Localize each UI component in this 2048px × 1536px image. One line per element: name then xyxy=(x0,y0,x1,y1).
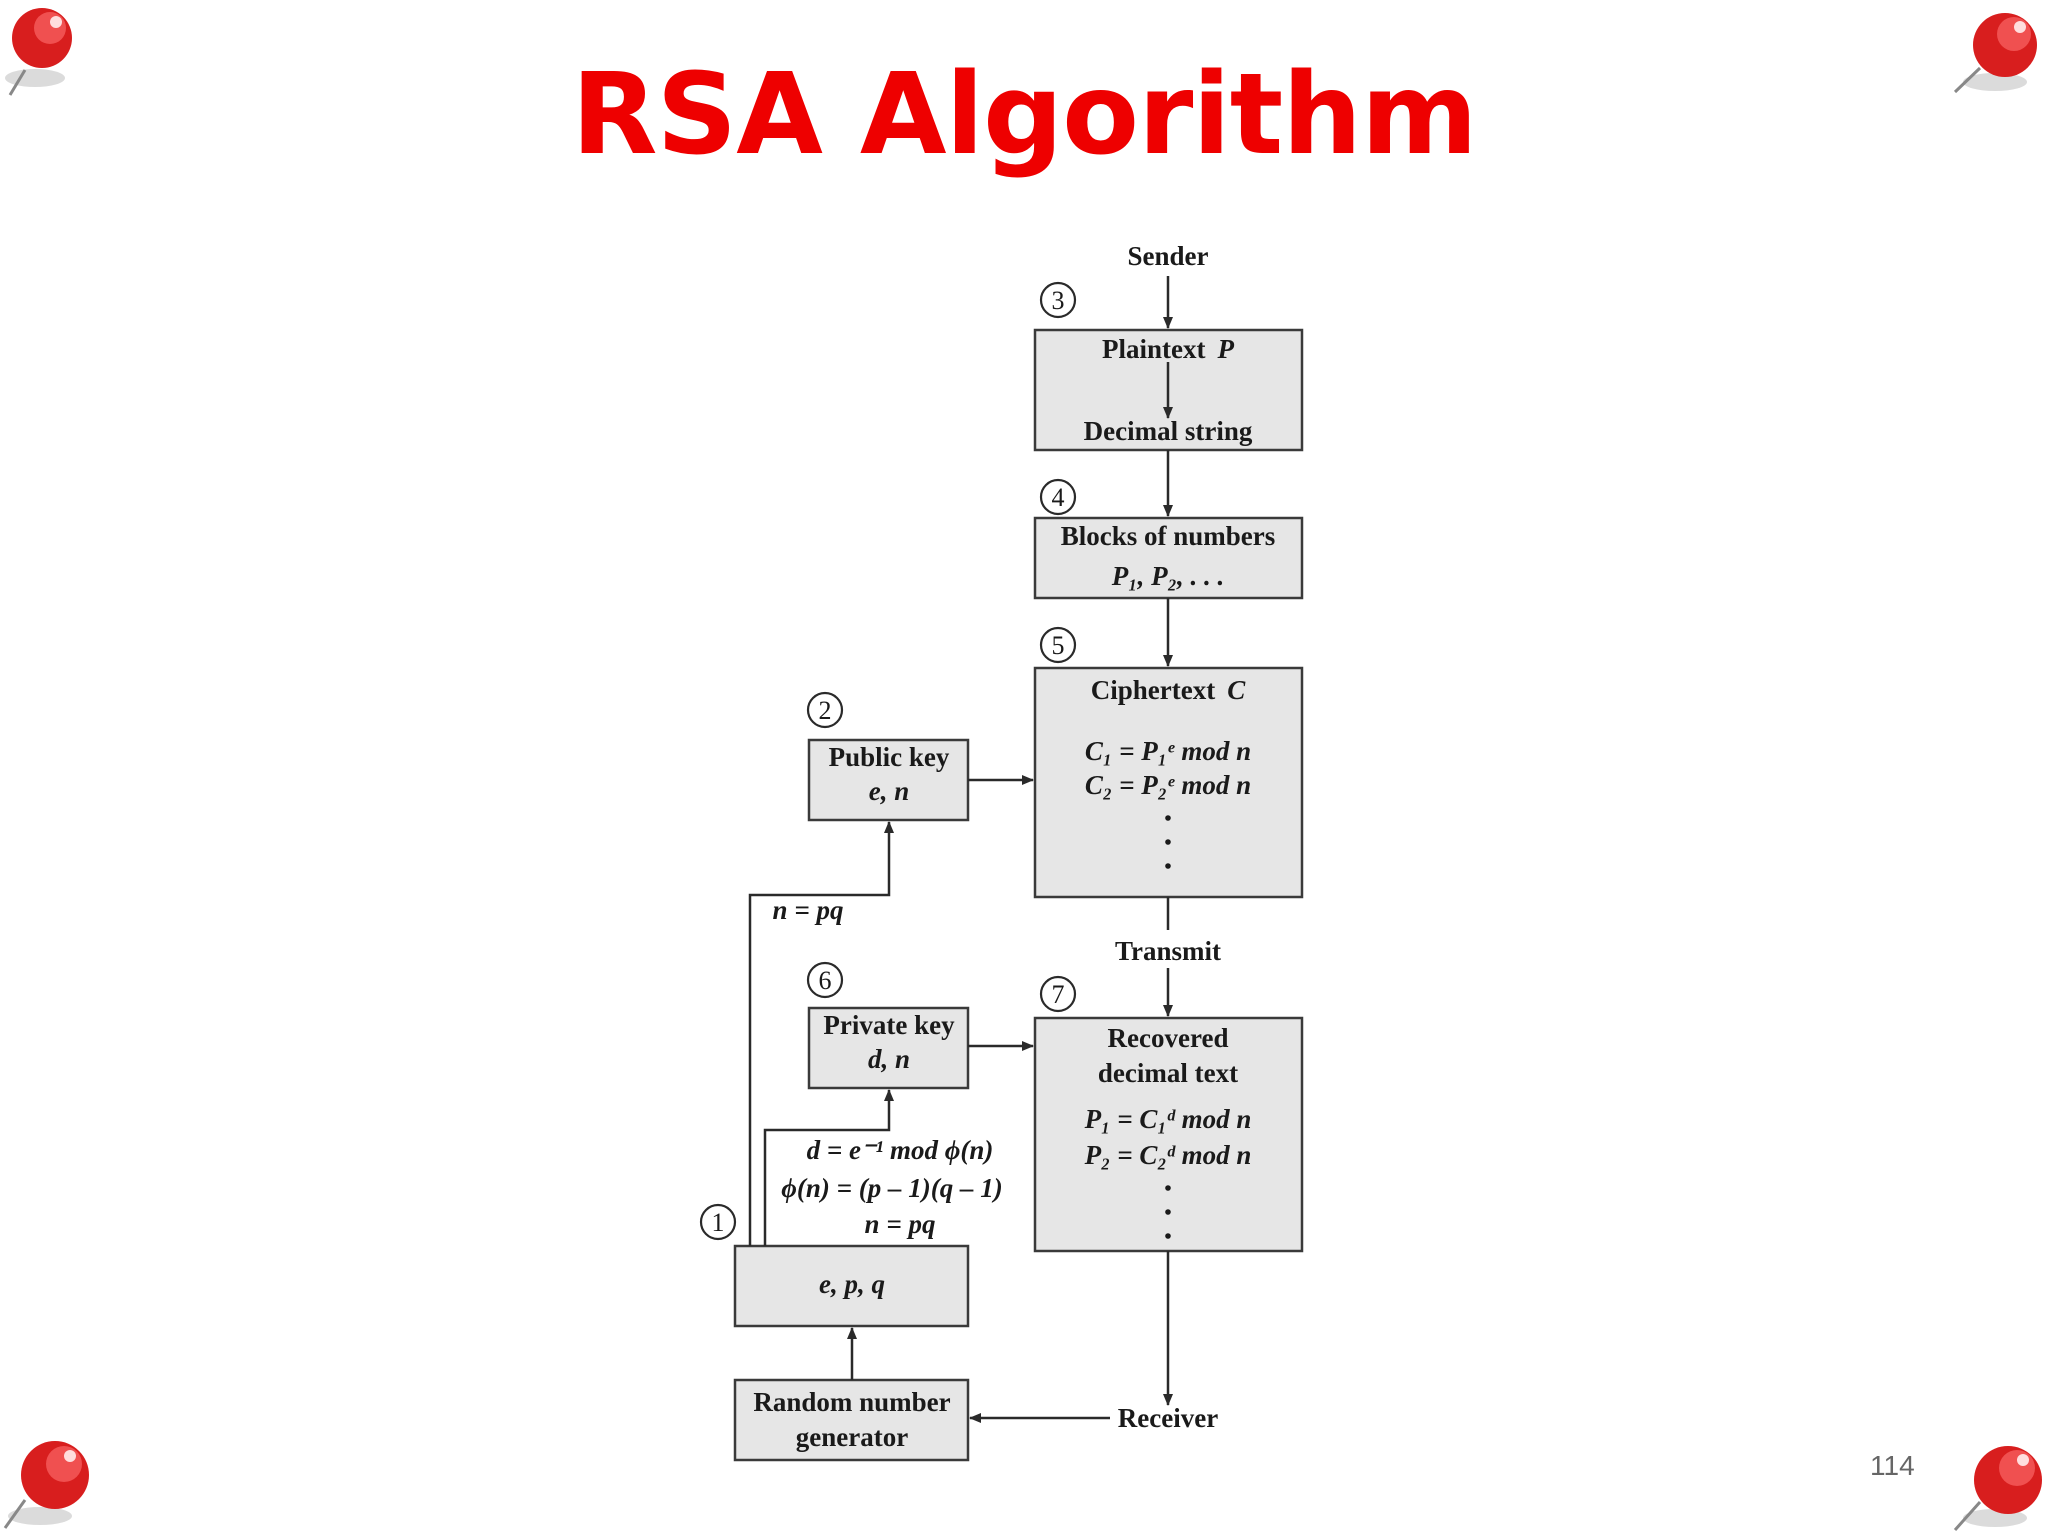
recovered-line-2: decimal text xyxy=(1098,1058,1238,1088)
formula-phi: ϕ(n) = (p – 1)(q – 1) xyxy=(781,1173,1002,1203)
decimal-string-label: Decimal string xyxy=(1084,416,1253,446)
ciphertext-title: Ciphertext C xyxy=(1091,675,1246,705)
plaintext-label: Plaintext xyxy=(1102,334,1205,364)
n-pq-upper: n = pq xyxy=(773,895,844,925)
formula-n: n = pq xyxy=(865,1209,936,1239)
public-key-vars: e, n xyxy=(869,776,910,806)
formula-d: d = e⁻¹ mod ϕ(n) xyxy=(807,1135,994,1165)
step-5-number: 5 xyxy=(1052,631,1065,660)
step-7-number: 7 xyxy=(1052,980,1065,1009)
step-1-marker: 1 xyxy=(699,1203,737,1241)
plaintext-title: Plaintext P xyxy=(1102,334,1234,364)
step-2-number: 2 xyxy=(819,696,832,725)
rng-line-2: generator xyxy=(796,1422,908,1452)
blocks-formula: P₁, P₂, . . . xyxy=(1111,561,1225,591)
sender-label: Sender xyxy=(1128,241,1209,271)
arrow-epq-publickey xyxy=(748,821,894,1246)
recover-ellipsis xyxy=(1165,1185,1171,1239)
transmit-label: Transmit xyxy=(1115,936,1221,966)
blocks-box xyxy=(1033,516,1304,600)
page-number: 114 xyxy=(1870,1450,1915,1481)
pushpin-icon xyxy=(3,1441,89,1529)
blocks-label: Blocks of numbers xyxy=(1061,521,1276,551)
plaintext-var: P xyxy=(1216,334,1234,364)
step-4-number: 4 xyxy=(1052,483,1065,512)
private-key-label: Private key xyxy=(823,1010,955,1040)
receiver-label: Receiver xyxy=(1118,1403,1218,1433)
recovered-line-1: Recovered xyxy=(1108,1023,1229,1053)
step-2-marker: 2 xyxy=(806,691,844,729)
step-3-marker: 3 xyxy=(1039,281,1077,319)
epq-box xyxy=(733,1244,970,1328)
public-key-label: Public key xyxy=(829,742,950,772)
step-4-marker: 4 xyxy=(1039,478,1077,516)
step-7-marker: 7 xyxy=(1039,975,1077,1013)
step-6-marker: 6 xyxy=(806,961,844,999)
step-3-number: 3 xyxy=(1052,286,1065,315)
private-key-vars: d, n xyxy=(868,1044,910,1074)
rng-line-1: Random number xyxy=(753,1387,950,1417)
rng-box xyxy=(733,1378,970,1462)
pushpin-icon xyxy=(1953,13,2037,94)
cipher-formula-1: C₁ = P₁ᵉ mod n xyxy=(1085,736,1251,766)
cipher-ellipsis xyxy=(1165,815,1171,869)
step-6-number: 6 xyxy=(819,966,832,995)
arrow-epq-privatekey xyxy=(763,1089,894,1246)
pushpin-icon xyxy=(5,8,72,96)
ciphertext-label: Ciphertext xyxy=(1091,675,1215,705)
ciphertext-var: C xyxy=(1227,675,1246,705)
slide-title: RSA Algorithm xyxy=(571,50,1477,180)
cipher-formula-2: C₂ = P₂ᵉ mod n xyxy=(1085,770,1251,800)
epq-vars: e, p, q xyxy=(819,1269,885,1299)
recover-formula-1: P₁ = C₁ᵈ mod n xyxy=(1084,1104,1252,1134)
pushpin-icon xyxy=(1953,1446,2042,1531)
ciphertext-box xyxy=(1033,666,1304,899)
step-1-number: 1 xyxy=(712,1208,725,1237)
recover-formula-2: P₂ = C₂ᵈ mod n xyxy=(1084,1140,1252,1170)
step-5-marker: 5 xyxy=(1039,626,1077,664)
private-key-box xyxy=(807,1006,970,1090)
public-key-box xyxy=(807,738,970,822)
